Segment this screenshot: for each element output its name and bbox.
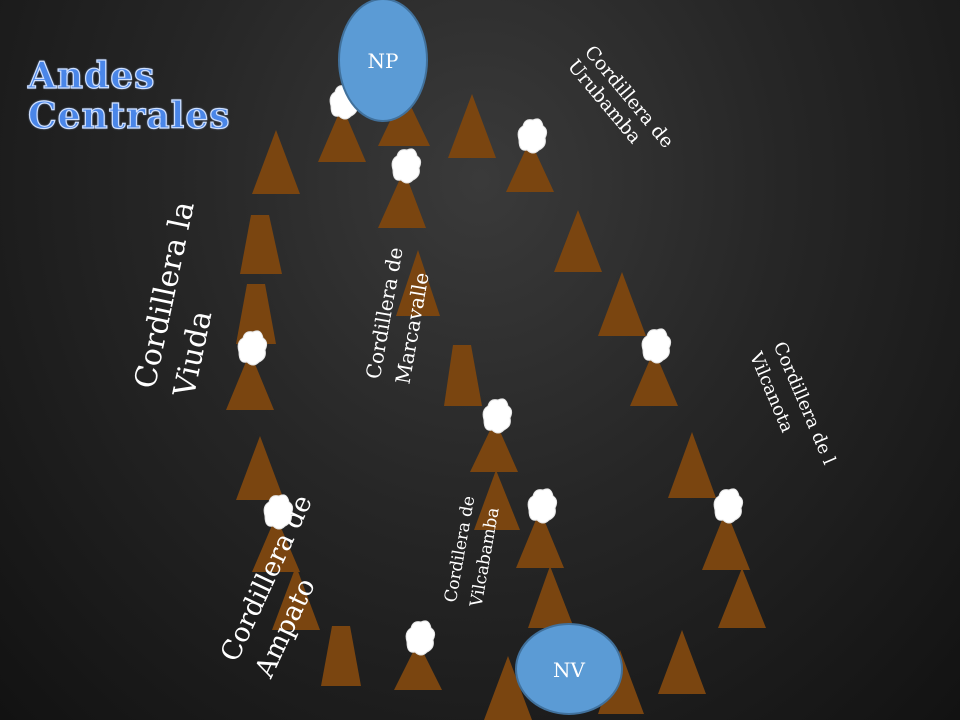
title-line-2: Centrales — [27, 95, 231, 137]
mountain-7 — [272, 566, 320, 630]
mountain-23 — [528, 566, 574, 628]
mountain-6 — [252, 516, 300, 572]
mountain-3 — [236, 284, 276, 344]
node-nv-label: NV — [553, 658, 586, 682]
mountain-26 — [718, 568, 766, 628]
snow-cap-19 — [641, 328, 672, 364]
mountain-4 — [226, 352, 274, 410]
mountain-2 — [240, 215, 282, 274]
mountain-15 — [396, 250, 440, 316]
mountain-10 — [318, 106, 366, 162]
node-nv: NV — [515, 623, 623, 715]
snow-cap-25 — [713, 488, 744, 524]
mountain-22 — [516, 510, 564, 568]
mountain-group — [226, 84, 766, 720]
snow-cap-6 — [263, 494, 294, 530]
node-np: NP — [338, 0, 428, 122]
node-np-label: NP — [368, 49, 399, 73]
snow-cap-20 — [482, 398, 513, 434]
snow-cap-14 — [517, 118, 548, 154]
mountain-1 — [252, 130, 300, 194]
mountain-27 — [658, 630, 706, 694]
mountain-14 — [506, 140, 554, 192]
snow-cap-9 — [405, 620, 436, 656]
mountain-12 — [448, 94, 496, 158]
mountain-9 — [394, 642, 442, 690]
mountain-25 — [702, 510, 750, 570]
snow-cap-4 — [237, 330, 268, 366]
page-title: Andes Centrales — [27, 55, 231, 137]
mountain-28 — [484, 656, 532, 720]
mountain-8 — [321, 626, 361, 686]
mountain-5 — [236, 436, 284, 500]
mountain-19 — [630, 350, 678, 406]
mountain-13 — [378, 170, 426, 228]
mountain-24 — [668, 432, 716, 498]
title-line-1: Andes — [27, 55, 156, 97]
mountain-17 — [598, 272, 646, 336]
mountain-21 — [474, 470, 520, 530]
mountain-16 — [554, 210, 602, 272]
snow-cap-22 — [527, 488, 558, 524]
mountain-11 — [378, 92, 430, 146]
snow-cap-13 — [391, 148, 422, 184]
mountain-20 — [470, 420, 518, 472]
node-nv-circle — [515, 623, 623, 715]
mountain-18 — [444, 345, 482, 406]
node-np-circle — [338, 0, 428, 122]
